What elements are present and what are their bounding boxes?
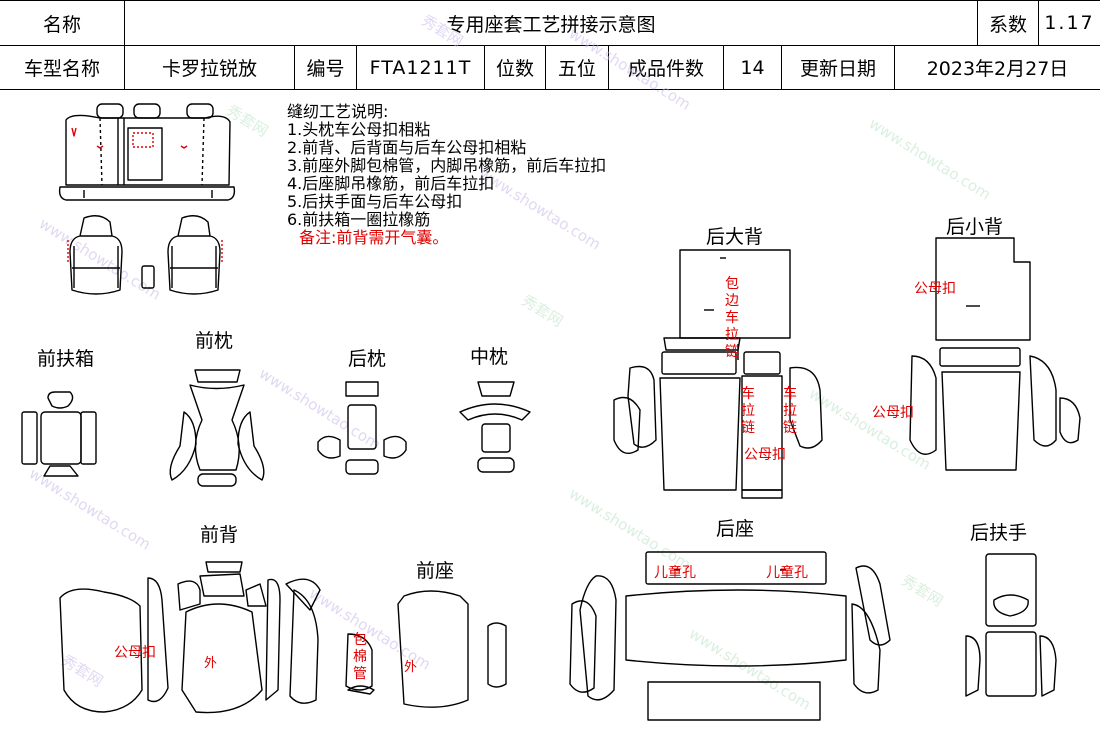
label-front-headrest: 前枕 [195, 330, 234, 352]
notes-remark: 备注:前背需开气囊。 [299, 228, 449, 247]
annotation-child-hole-left: 儿童孔 [654, 565, 696, 581]
annotation-zipper-left: 车拉链 [741, 386, 755, 436]
rear-big-back-pattern [613, 249, 823, 499]
middle-headrest-pattern [459, 381, 531, 473]
code-label: 编号 [295, 46, 357, 89]
seats-value: 五位 [546, 46, 609, 89]
pieces-label: 成品件数 [609, 46, 724, 89]
rear-headrest-pattern [317, 381, 407, 475]
note-item: 4.后座脚吊橡筋，前后车拉扣 [287, 174, 495, 193]
document-title: 专用座套工艺拼接示意图 [125, 1, 978, 45]
label-front-back: 前背 [200, 524, 239, 546]
model-value: 卡罗拉锐放 [125, 46, 295, 89]
coefficient-value: 1.17 [1044, 12, 1095, 34]
rear-armrest-pattern [965, 553, 1057, 697]
sewing-instructions: 缝纫工艺说明: 1.头枕车公母扣相粘 2.前背、后背面与后车公母扣相粘 3.前座… [287, 103, 606, 247]
annotation-outer-front-back: 外 [204, 656, 218, 671]
seats-label: 位数 [485, 46, 546, 89]
annotation-snap-small-back-left: 公母扣 [872, 405, 914, 421]
rear-small-back-pattern [909, 237, 1081, 471]
coefficient-label: 系数 [978, 1, 1039, 45]
date-label: 更新日期 [782, 46, 895, 89]
annotation-snap-big-back: 公母扣 [744, 447, 786, 463]
date-value: 2023年2月27日 [926, 58, 1069, 80]
note-item: 6.前扶箱一圈拉橡筋 [287, 210, 431, 229]
front-back-pattern [59, 561, 321, 714]
note-item: 5.后扶手面与后车公母扣 [287, 192, 463, 211]
front-armrest-box-pattern [21, 391, 97, 477]
name-label: 名称 [0, 1, 125, 45]
label-rear-big-back: 后大背 [706, 226, 764, 248]
code-value: FTA1211T [357, 46, 485, 89]
label-middle-headrest: 中枕 [470, 346, 509, 368]
pieces-value: 14 [724, 46, 782, 89]
label-rear-headrest: 后枕 [348, 348, 387, 370]
label-front-seat: 前座 [416, 560, 455, 582]
annotation-snap-front-back: 公母扣 [114, 645, 156, 661]
annotation-snap-small-back-top: 公母扣 [914, 281, 956, 297]
note-item: 2.前背、后背面与后车公母扣相粘 [287, 138, 527, 157]
annotation-outer-front-seat: 外 [404, 660, 418, 675]
note-item: 3.前座外脚包棉管，内脚吊橡筋，前后车拉扣 [287, 156, 607, 175]
annotation-cotton-tube: 包棉管 [353, 632, 367, 682]
annotation-child-hole-right: 儿童孔 [766, 565, 808, 581]
label-rear-seat: 后座 [716, 518, 755, 540]
annotation-zipper-right: 车拉链 [783, 386, 797, 436]
label-rear-armrest: 后扶手 [970, 522, 1028, 544]
label-front-armrest-box: 前扶箱 [37, 348, 95, 370]
front-headrest-pattern [169, 369, 265, 487]
header-table: 名称 专用座套工艺拼接示意图 系数 1.17 车型名称 卡罗拉锐放 编号 FTA… [0, 0, 1100, 90]
notes-title: 缝纫工艺说明: [287, 102, 389, 121]
front-seat-pattern [345, 590, 507, 708]
annotation-edge-zipper: 包边车拉链 [725, 276, 739, 360]
model-label: 车型名称 [0, 46, 125, 89]
front-seats-overview [67, 215, 223, 295]
rear-seat-pattern [569, 551, 891, 721]
label-rear-small-back: 后小背 [946, 216, 1004, 238]
note-item: 1.头枕车公母扣相粘 [287, 120, 431, 139]
rear-bench-overview [58, 103, 236, 201]
